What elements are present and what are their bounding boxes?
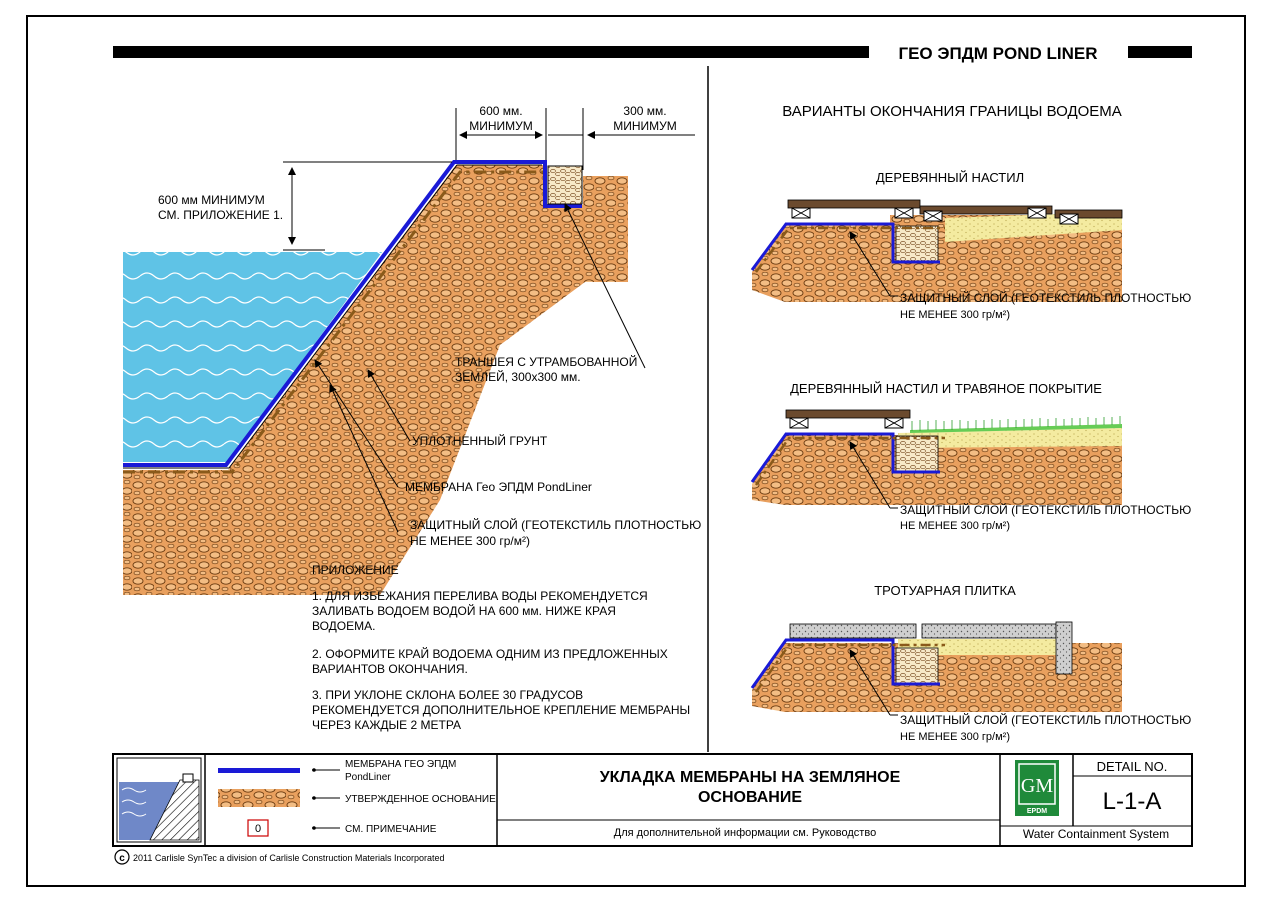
legend-note-marker-label: 0 bbox=[255, 823, 261, 835]
legend-base-swatch bbox=[218, 789, 300, 807]
detail-number: L-1-A bbox=[1103, 788, 1162, 815]
variant-3-membrane bbox=[750, 638, 940, 689]
note-1-line-1: 1. ДЛЯ ИЗБЕЖАНИЯ ПЕРЕЛИВА ВОДЫ РЕКОМЕНДУ… bbox=[312, 589, 648, 603]
sheet-border bbox=[26, 15, 1246, 887]
variant-3-curb bbox=[1055, 621, 1073, 675]
gm-logo: GM EPDM bbox=[1015, 760, 1059, 816]
variant-2-title: ДЕРЕВЯННЫЙ НАСТИЛ И ТРАВЯНОЕ ПОКРЫТИЕ bbox=[790, 381, 1102, 396]
protect-label-1: ЗАЩИТНЫЙ СЛОЙ (ГЕОТЕКСТИЛЬ ПЛОТНОСТЬЮ bbox=[410, 517, 701, 532]
protect-label-2: НЕ МЕНЕЕ 300 гр/м²) bbox=[410, 534, 530, 548]
legend-membrane-swatch bbox=[218, 768, 300, 773]
legend-membrane-2: PondLiner bbox=[345, 772, 391, 783]
notes: ПРИЛОЖЕНИЕ 1. ДЛЯ ИЗБЕЖАНИЯ ПЕРЕЛИВА ВОД… bbox=[312, 563, 690, 732]
svg-text:c: c bbox=[119, 853, 125, 864]
variant-2-protect-1: ЗАЩИТНЫЙ СЛОЙ (ГЕОТЕКСТИЛЬ ПЛОТНОСТЬЮ bbox=[900, 502, 1191, 517]
legend-membrane-1: МЕМБРАНА ГЕО ЭПДМ bbox=[345, 759, 456, 770]
notes-heading: ПРИЛОЖЕНИЕ bbox=[312, 563, 399, 577]
note-3-line-1: 3. ПРИ УКЛОНЕ СКЛОНА БОЛЕЕ 30 ГРАДУСОВ bbox=[312, 688, 583, 702]
dim-300-top: 300 мм. bbox=[623, 104, 666, 118]
logo-letters: GM bbox=[1021, 775, 1053, 797]
trench-label-1: ТРАНШЕЯ С УТРАМБОВАННОЙ bbox=[455, 354, 637, 369]
copyright-icon bbox=[114, 849, 130, 865]
variant-3-protect-1: ЗАЩИТНЫЙ СЛОЙ (ГЕОТЕКСТИЛЬ ПЛОТНОСТЬЮ bbox=[900, 712, 1191, 727]
variant-1-protect-1: ЗАЩИТНЫЙ СЛОЙ (ГЕОТЕКСТИЛЬ ПЛОТНОСТЬЮ bbox=[900, 290, 1191, 305]
geotextile-line bbox=[123, 170, 548, 474]
legend-base: УТВЕРЖДЕННОЕ ОСНОВАНИЕ bbox=[345, 794, 496, 805]
variant-1-trench bbox=[895, 225, 939, 263]
height-label-1: 600 мм МИНИМУМ bbox=[158, 193, 265, 207]
variant-3-paver-1 bbox=[789, 623, 917, 639]
thumbnail-icon bbox=[116, 757, 202, 843]
membrane-line bbox=[123, 160, 582, 467]
compacted-soil bbox=[123, 165, 628, 595]
variant-2-membrane bbox=[750, 432, 940, 483]
variant-1-deck-2 bbox=[919, 205, 1053, 215]
note-3-line-3: ЧЕРЕЗ КАЖДЫЕ 2 МЕТРА bbox=[312, 718, 461, 732]
variant-2-protect-2: НЕ МЕНЕЕ 300 гр/м²) bbox=[900, 520, 1010, 532]
drawing-title-2: ОСНОВАНИЕ bbox=[698, 789, 802, 806]
variant-wood-deck-grass: ДЕРЕВЯННЫЙ НАСТИЛ И ТРАВЯНОЕ ПОКРЫТИЕ ЗА… bbox=[750, 381, 1191, 532]
logo-sub: EPDM bbox=[1027, 808, 1047, 815]
main-section: 600 мм. МИНИМУМ 300 мм. МИНИМУМ 600 мм М… bbox=[123, 104, 701, 595]
height-label-2: СМ. ПРИЛОЖЕНИЕ 1. bbox=[158, 208, 283, 222]
header-bar-right bbox=[1128, 46, 1192, 58]
variant-paving: ТРОТУАРНАЯ ПЛИТКА ЗАЩИТНЫЙ СЛОЙ (ГЕОТЕКС… bbox=[750, 583, 1191, 743]
dim-600-bottom: МИНИМУМ bbox=[469, 119, 533, 133]
water bbox=[123, 252, 382, 462]
detail-label: DETAIL NO. bbox=[1097, 759, 1168, 774]
variant-3-trench bbox=[895, 647, 939, 685]
grass-blades bbox=[911, 416, 1121, 431]
variant-wood-deck: ДЕРЕВЯННЫЙ НАСТИЛ ЗАЩИТНЫЙ СЛОЙ (ГЕОТЕКС… bbox=[750, 170, 1191, 321]
variant-2-trench bbox=[895, 435, 939, 473]
company-name: Water Containment System bbox=[1023, 827, 1169, 841]
variant-3-protect-2: НЕ МЕНЕЕ 300 гр/м²) bbox=[900, 731, 1010, 743]
membrane-label: МЕМБРАНА Гео ЭПДМ PondLiner bbox=[405, 480, 592, 494]
drawing-subtitle: Для дополнительной информации см. Руково… bbox=[614, 827, 876, 839]
dim-300-bottom: МИНИМУМ bbox=[613, 119, 677, 133]
note-3-line-2: РЕКОМЕНДУЕТСЯ ДОПОЛНИТЕЛЬНОЕ КРЕПЛЕНИЕ М… bbox=[312, 703, 690, 717]
drawing-title-1: УКЛАДКА МЕМБРАНЫ НА ЗЕМЛЯНОЕ bbox=[600, 769, 901, 786]
trench bbox=[547, 165, 583, 205]
variants-heading: ВАРИАНТЫ ОКОНЧАНИЯ ГРАНИЦЫ ВОДОЕМА bbox=[782, 103, 1122, 120]
variant-1-deck-1 bbox=[787, 199, 921, 209]
variant-1-membrane bbox=[750, 222, 940, 271]
variant-2-sand bbox=[898, 428, 1122, 448]
note-2-line-2: ВАРИАНТОВ ОКОНЧАНИЯ. bbox=[312, 662, 468, 676]
trench-label-2: ЗЕМЛЕЙ, 300x300 мм. bbox=[455, 369, 581, 384]
note-2-line-1: 2. ОФОРМИТЕ КРАЙ ВОДОЕМА ОДНИМ ИЗ ПРЕДЛО… bbox=[312, 646, 668, 661]
variant-2-grass bbox=[910, 424, 1122, 433]
variant-2-deck bbox=[785, 409, 911, 419]
title-block: МЕМБРАНА ГЕО ЭПДМ PondLiner УТВЕРЖДЕННОЕ… bbox=[112, 753, 1193, 847]
variant-3-paver-2 bbox=[921, 623, 1057, 639]
note-1-line-3: ВОДОЕМА. bbox=[312, 619, 375, 633]
variant-1-protect-2: НЕ МЕНЕЕ 300 гр/м²) bbox=[900, 309, 1010, 321]
note-1-line-2: ЗАЛИВАТЬ ВОДОЕМ ВОДОЙ НА 600 мм. НИЖЕ КР… bbox=[312, 603, 616, 618]
variant-1-title: ДЕРЕВЯННЫЙ НАСТИЛ bbox=[876, 170, 1024, 185]
header-title: ГЕО ЭПДМ POND LINER bbox=[898, 44, 1097, 63]
header-bar-left bbox=[113, 46, 869, 58]
variant-1-deck-3 bbox=[1054, 209, 1123, 219]
variant-3-title: ТРОТУАРНАЯ ПЛИТКА bbox=[874, 583, 1016, 598]
dim-600-top: 600 мм. bbox=[479, 104, 522, 118]
copyright-text: 2011 Carlisle SynTec a division of Carli… bbox=[133, 853, 444, 863]
legend-note: СМ. ПРИМЕЧАНИЕ bbox=[345, 824, 437, 835]
soil-label: УПЛОТНЕННЫЙ ГРУНТ bbox=[412, 433, 548, 448]
legend-note-marker bbox=[247, 819, 269, 837]
